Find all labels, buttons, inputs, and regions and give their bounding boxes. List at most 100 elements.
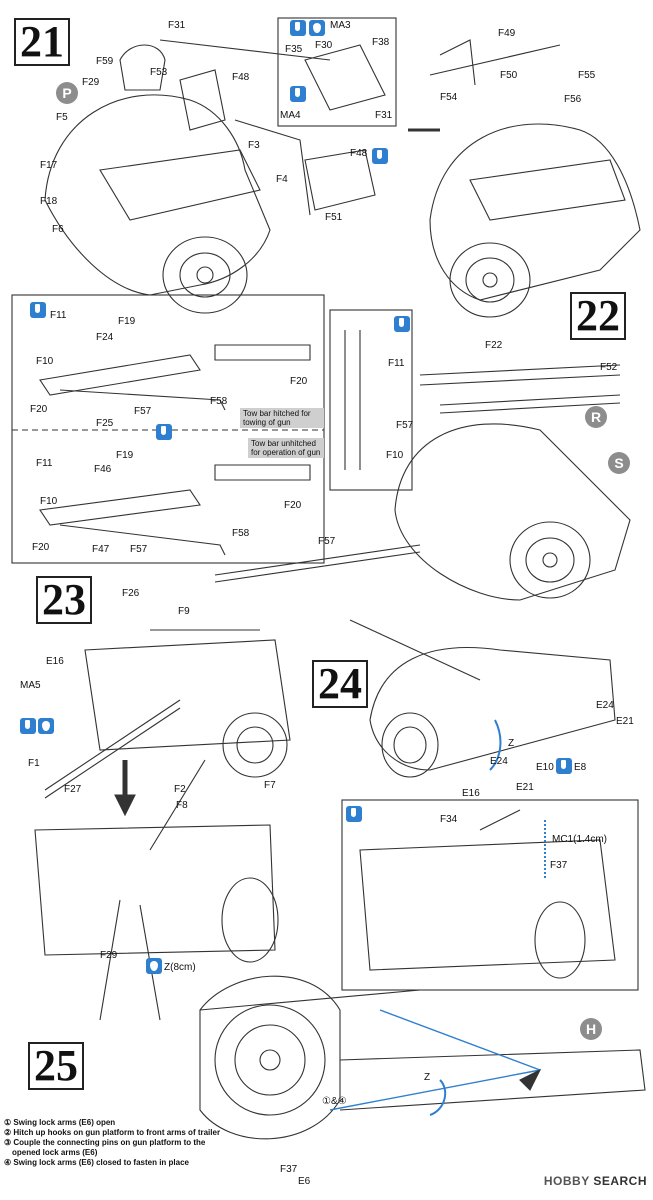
part-label: F26 [122, 588, 140, 599]
part-label: F11 [388, 358, 405, 369]
part-label: F20 [284, 500, 302, 511]
part-label: F17 [40, 160, 58, 171]
part-label: F31 [375, 110, 393, 121]
part-label: F48 [232, 72, 250, 83]
part-label: F18 [40, 196, 58, 207]
part-label: F34 [440, 814, 458, 825]
part-label: F20 [32, 542, 50, 553]
part-label: F1 [28, 758, 40, 769]
part-label: F6 [52, 224, 64, 235]
swap-icon [556, 758, 572, 774]
operation-note: Tow bar unhitched for operation of gun [248, 438, 324, 458]
part-label: F7 [264, 780, 276, 791]
instruction-line: opened lock arms (E6) [12, 1148, 98, 1157]
part-label: F4 [276, 174, 288, 185]
part-label: E8 [574, 762, 587, 773]
part-label: F8 [176, 800, 188, 811]
swap-icon [156, 424, 172, 440]
part-label: F3 [248, 140, 260, 151]
part-label: F19 [118, 316, 136, 327]
part-label: F57 [318, 536, 336, 547]
paint-icon [146, 958, 162, 974]
arrow-up-icon [20, 718, 36, 734]
step-number: 24 [312, 660, 368, 708]
part-label: F10 [40, 496, 58, 507]
part-label: MC1(1.4cm) [552, 834, 608, 845]
part-label: F49 [498, 28, 516, 39]
part-label: E24 [596, 700, 614, 711]
part-label: F46 [94, 464, 112, 475]
step-number: 21 [14, 18, 70, 66]
part-group-badge: S [608, 452, 630, 474]
part-label: F57 [134, 406, 152, 417]
part-label: Z [424, 1072, 431, 1083]
part-label: F25 [96, 418, 114, 429]
part-label: F35 [285, 44, 303, 55]
part-label: F29 [100, 950, 118, 961]
part-label: E21 [616, 716, 634, 727]
part-label: F19 [116, 450, 134, 461]
step-number: 22 [570, 292, 626, 340]
part-label: F10 [386, 450, 404, 461]
part-label: F20 [30, 404, 48, 415]
part-label: F50 [500, 70, 518, 81]
watermark: HOBBY SEARCH [544, 1174, 647, 1188]
part-label: F30 [315, 40, 333, 51]
instruction-line: ③ Couple the connecting pins on gun plat… [4, 1138, 206, 1147]
part-label: F53 [150, 67, 168, 78]
part-label: F2 [174, 784, 186, 795]
part-label: E10 [536, 762, 554, 773]
step-number: 23 [36, 576, 92, 624]
part-label: F56 [564, 94, 582, 105]
part-label: F38 [372, 37, 390, 48]
part-label: F58 [232, 528, 250, 539]
cement-icon [290, 86, 306, 102]
part-label: F59 [96, 56, 114, 67]
part-label: F57 [396, 420, 414, 431]
part-label: E24 [490, 756, 508, 767]
cement-icon [372, 148, 388, 164]
instruction-line: ④ Swing lock arms (E6) closed to fasten … [4, 1158, 189, 1167]
part-label: ①&④ [322, 1096, 347, 1107]
cement-icon [394, 316, 410, 332]
part-group-badge: P [56, 82, 78, 104]
part-label: F37 [280, 1164, 298, 1175]
part-label: Z [508, 738, 515, 749]
part-label: F20 [290, 376, 308, 387]
part-label: F52 [600, 362, 618, 373]
part-label: F22 [485, 340, 503, 351]
part-label: Z(8cm) [164, 962, 196, 973]
instruction-line: ② Hitch up hooks on gun platform to fron… [4, 1128, 221, 1137]
paint-icon [38, 718, 54, 734]
watermark-suffix: SEARCH [593, 1174, 647, 1188]
part-label: F27 [64, 784, 82, 795]
part-label: F57 [130, 544, 148, 555]
part-label: F29 [82, 77, 100, 88]
paint-icon [309, 20, 325, 36]
part-label: MA4 [280, 110, 301, 121]
part-label: F31 [168, 20, 186, 31]
part-group-badge: H [580, 1018, 602, 1040]
watermark-brand: HOBBY [543, 1174, 590, 1188]
part-label: F9 [178, 606, 190, 617]
step-number: 25 [28, 1042, 84, 1090]
part-label: F5 [56, 112, 68, 123]
cement-icon [30, 302, 46, 318]
part-label: F10 [36, 356, 54, 367]
instruction-line: ① Swing lock arms (E6) open [4, 1118, 116, 1127]
part-label: F48 [350, 148, 368, 159]
part-label: F51 [325, 212, 343, 223]
cement-icon [290, 20, 306, 36]
part-label: E6 [298, 1176, 311, 1187]
part-group-badge: R [585, 406, 607, 428]
part-label: E21 [516, 782, 534, 793]
part-label: F37 [550, 860, 568, 871]
part-label: MA5 [20, 680, 41, 691]
part-label: MA3 [330, 20, 351, 31]
part-label: F58 [210, 396, 228, 407]
part-label: F47 [92, 544, 110, 555]
cement-icon [346, 806, 362, 822]
part-label: F24 [96, 332, 114, 343]
part-label: E16 [462, 788, 480, 799]
